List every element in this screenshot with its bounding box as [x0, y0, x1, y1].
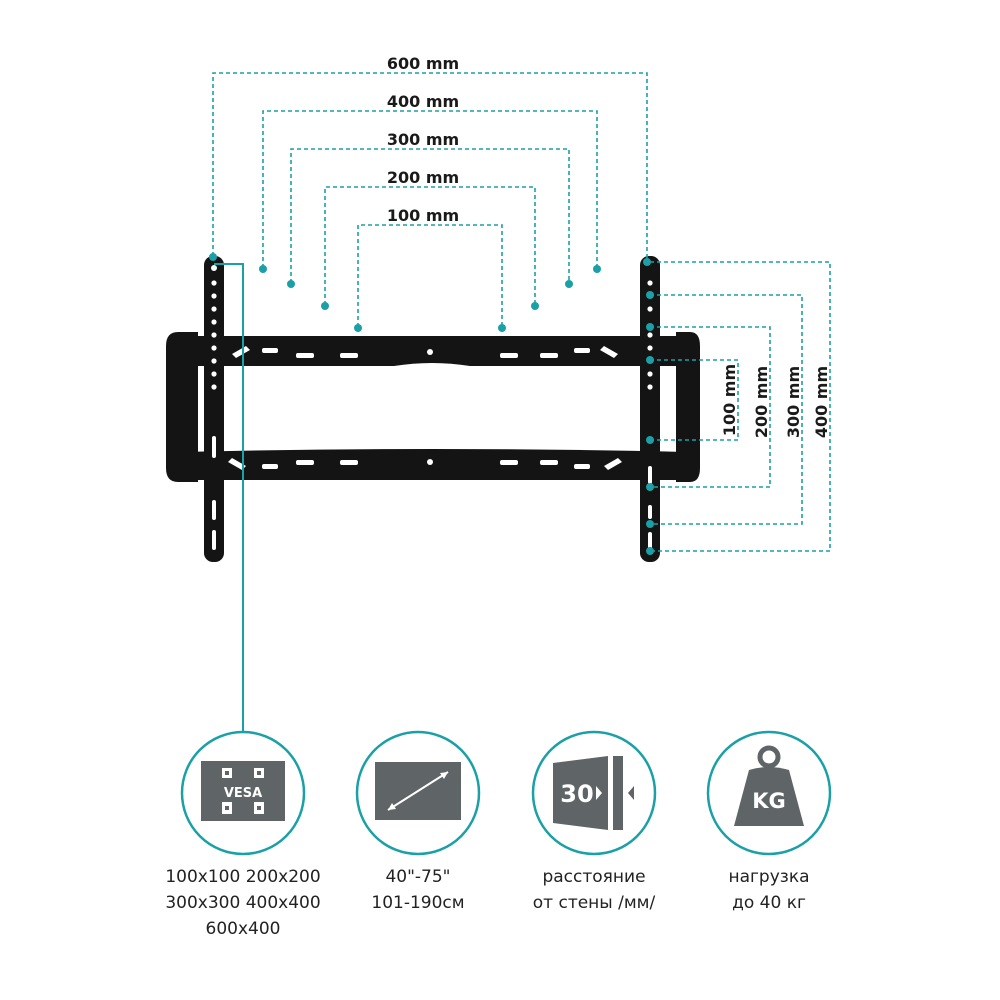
dim-line-v200	[650, 326, 771, 488]
dim-label-v300: 300 mm	[784, 366, 803, 438]
vertical-dimensions	[650, 261, 831, 552]
wall-distance-caption-line-2: от стены /мм/	[532, 893, 656, 913]
dim-line-v300	[650, 294, 803, 525]
vesa-plate-icon: VESA	[180, 730, 306, 856]
wall-distance-caption: расстояние от стены /мм/	[499, 864, 689, 916]
bottom-rail	[180, 449, 686, 480]
weight-caption-line-2: до 40 кг	[732, 893, 806, 913]
weight-caption-line-1: нагрузка	[728, 867, 810, 887]
dim-label-v400: 400 mm	[812, 366, 831, 438]
vesa-caption-line-2: 300x300 400x400	[165, 893, 321, 913]
horizontal-dim-labels: 600 mm 400 mm 300 mm 200 mm 100 mm	[387, 54, 459, 225]
dim-label-v200: 200 mm	[752, 366, 771, 438]
dim-label-300: 300 mm	[387, 130, 459, 149]
right-vertical-arm	[640, 256, 660, 562]
weight-icon: KG	[706, 730, 832, 856]
dim-line-300	[290, 148, 570, 283]
top-rail	[180, 336, 686, 366]
weight-icon-text: KG	[752, 789, 786, 813]
dim-label-600: 600 mm	[387, 54, 459, 73]
diagonal-caption: 40"-75" 101-190см	[323, 864, 513, 916]
wall-distance-icon: 30	[531, 730, 657, 856]
dim-line-v400	[650, 261, 831, 552]
wall-plate	[166, 332, 700, 482]
diagonal-caption-line-2: 101-190см	[371, 893, 465, 913]
dim-line-600	[212, 72, 648, 262]
dim-label-100: 100 mm	[387, 206, 459, 225]
horizontal-dim-points	[209, 253, 651, 332]
wall-distance-caption-line-1: расстояние	[542, 867, 646, 887]
dim-line-400	[262, 110, 598, 268]
vesa-caption-line-3: 600x400	[205, 919, 281, 939]
wall-distance-icon-text: 30	[560, 780, 593, 808]
vesa-callout-line	[214, 263, 244, 732]
left-vertical-arm	[204, 256, 224, 562]
vesa-caption: 100x100 200x200 300x300 400x400 600x400	[148, 864, 338, 942]
weight-caption: нагрузка до 40 кг	[674, 864, 864, 916]
dim-line-100	[357, 224, 503, 327]
dim-label-400: 400 mm	[387, 92, 459, 111]
vertical-dim-labels: 100 mm 200 mm 300 mm 400 mm	[720, 364, 831, 438]
vesa-icon-text: VESA	[224, 786, 262, 801]
dim-line-v100	[650, 359, 739, 441]
vesa-caption-line-1: 100x100 200x200	[165, 867, 321, 887]
vertical-dim-points	[646, 291, 654, 555]
dim-label-200: 200 mm	[387, 168, 459, 187]
diagonal-caption-line-1: 40"-75"	[385, 867, 451, 887]
dim-label-v100: 100 mm	[720, 364, 739, 436]
horizontal-dimensions	[212, 72, 648, 327]
screen-diagonal-icon	[355, 730, 481, 856]
dim-line-200	[324, 186, 536, 305]
rail-slots	[228, 346, 622, 470]
